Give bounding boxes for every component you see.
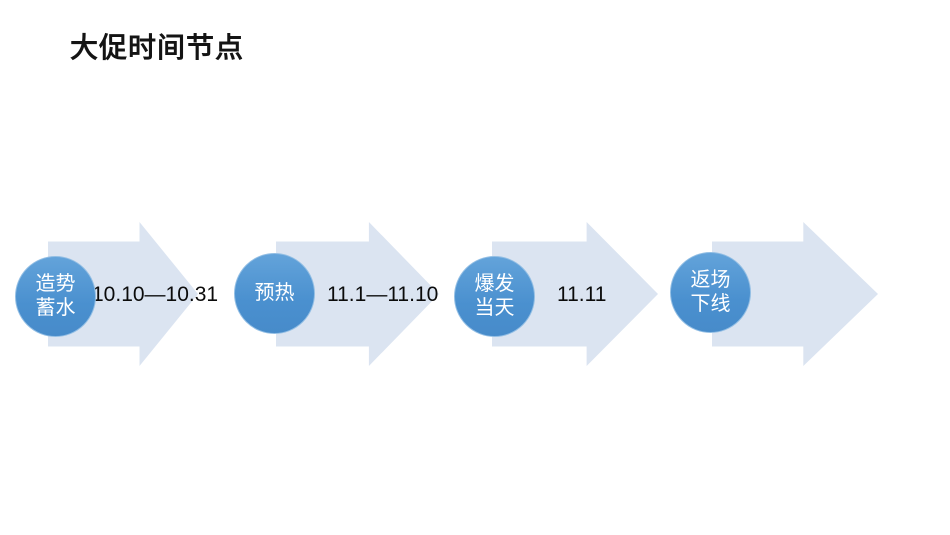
page-title: 大促时间节点 xyxy=(70,32,245,63)
stage-circle-yure: 预热 xyxy=(234,253,315,334)
stage-label-line: 预热 xyxy=(254,281,295,304)
stage-circle-fanchang-xiaxian: 返场 下线 xyxy=(670,252,751,333)
stage-date: 10.10—10.31 xyxy=(92,283,219,306)
stage-label-line: 下线 xyxy=(690,292,731,315)
stage-circle-zaoshi-xushui: 造势 蓄水 xyxy=(15,256,96,337)
stage-date: 11.1—11.10 xyxy=(327,283,439,306)
stage-label-line: 爆发 xyxy=(474,272,515,295)
stage-circle-baofa-dangtian: 爆发 当天 xyxy=(454,256,535,337)
stage-label-line: 蓄水 xyxy=(35,296,76,319)
stage-label-line: 造势 xyxy=(35,272,76,295)
stage-date: 11.11 xyxy=(557,283,607,306)
stage-label-line: 当天 xyxy=(474,296,515,319)
stage-label-line: 返场 xyxy=(690,268,731,291)
